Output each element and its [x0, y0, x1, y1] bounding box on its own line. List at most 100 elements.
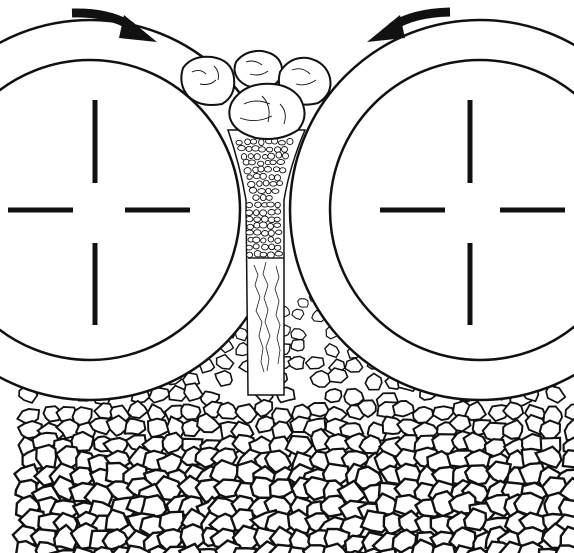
gap-pebble: [251, 139, 257, 144]
gap-pebble: [275, 245, 281, 250]
gap-pebble: [247, 252, 253, 257]
gap-pebble: [248, 181, 255, 187]
feed-rock: [181, 57, 234, 105]
gap-pebble: [238, 146, 246, 151]
gap-pebble: [280, 168, 286, 173]
crushed-rock-fragment: [556, 545, 574, 553]
crushed-rock-fragment: [328, 368, 348, 383]
rotation-arrows: [72, 12, 450, 42]
crushed-rock-fragment: [365, 374, 382, 390]
gap-pebble: [262, 216, 269, 222]
gap-pebble: [255, 202, 261, 207]
gap-pebble: [262, 231, 269, 237]
gap-pebble: [253, 210, 259, 216]
gap-pebble: [258, 166, 264, 172]
gap-pebble: [246, 230, 253, 235]
crushed-rock-fragment: [540, 421, 560, 439]
gap-pebble: [246, 216, 253, 221]
crushed-rock-fragment: [563, 450, 574, 467]
crushed-rock-fragment: [291, 340, 304, 351]
gap-pebble: [268, 230, 274, 236]
gap-pebble: [263, 180, 269, 186]
gap-pebble: [268, 210, 275, 215]
feed-rock: [229, 84, 304, 139]
crushed-rock-fragment: [163, 433, 184, 454]
gap-pebble: [257, 181, 262, 187]
crushed-rock-fragment: [325, 344, 339, 358]
gap-pebble: [247, 224, 254, 229]
gap-pebble: [277, 181, 283, 186]
gap-pebble: [246, 146, 252, 151]
crushed-rock-fragment: [125, 419, 146, 435]
gap-pebble: [272, 189, 279, 194]
crushed-rock-fragment: [413, 407, 434, 423]
crushed-rock-fragment: [393, 401, 414, 417]
crushed-rock-fragment: [128, 401, 148, 418]
gap-pebble: [254, 230, 261, 235]
gap-pebble: [253, 237, 260, 243]
gap-pebble: [254, 154, 260, 160]
gap-pebble: [261, 238, 266, 243]
gap-pebble: [275, 251, 283, 256]
gap-pebble: [258, 161, 264, 166]
gap-pebble: [245, 139, 251, 145]
gap-pebble: [254, 217, 261, 222]
crushed-rock-fragment: [345, 358, 363, 372]
crushed-rock-fragment: [231, 548, 256, 553]
gap-pebble: [246, 203, 252, 208]
gap-pebble: [248, 154, 253, 159]
gap-pebble: [287, 138, 293, 144]
feed-rock: [235, 51, 283, 88]
gap-pebble: [253, 244, 259, 249]
gap-pebble: [275, 202, 280, 207]
gap-pebble: [276, 230, 282, 234]
crushed-rock-fragment: [298, 299, 309, 307]
crushed-rock-fragment: [565, 419, 574, 440]
gap-pebble: [259, 147, 266, 152]
gap-pebble: [252, 146, 259, 151]
gap-pebble: [275, 238, 281, 243]
gap-pebble: [260, 222, 267, 228]
gap-pebble: [260, 210, 267, 216]
gap-pebble: [249, 160, 256, 165]
gap-pebble: [269, 244, 275, 250]
gap-pebble: [275, 209, 281, 214]
gap-pebble: [236, 140, 242, 145]
gap-pebble: [273, 167, 279, 172]
right-roller: [290, 20, 574, 400]
gap-pebble: [259, 139, 264, 145]
crushed-rock-fragment: [325, 389, 341, 403]
gap-pebble: [267, 223, 273, 229]
crushed-rock-fragment: [292, 309, 304, 319]
gap-pebble: [270, 182, 277, 187]
gap-pebble: [276, 152, 282, 158]
gap-pebble: [244, 168, 251, 174]
gap-pebble: [264, 167, 271, 173]
gap-pebble: [267, 202, 275, 207]
gap-pebble: [266, 188, 271, 193]
crushed-rock-fragment: [433, 406, 454, 420]
crushed-rock-fragment: [255, 400, 272, 417]
gap-pebble: [270, 160, 276, 165]
gap-pebble: [263, 155, 268, 159]
gap-pebble: [260, 194, 266, 200]
gap-pebble: [246, 245, 252, 250]
gap-pebble: [275, 175, 281, 181]
gap-pebble: [253, 195, 259, 201]
crushed-rock-fragment: [17, 409, 39, 423]
gap-pebble: [268, 237, 274, 242]
gap-pebble: [274, 223, 281, 227]
gap-pebble: [283, 153, 289, 159]
gap-pebble: [258, 189, 266, 194]
gap-pebble: [269, 175, 274, 180]
gap-pebble: [277, 160, 285, 165]
gap-pebble: [266, 196, 272, 201]
gap-pebble: [262, 244, 269, 250]
crushed-rock-fragment: [306, 357, 324, 369]
crushed-rock-fragment: [565, 404, 574, 421]
gap-pebble: [260, 173, 266, 179]
gap-pebble: [266, 147, 272, 152]
gap-pebble: [267, 252, 274, 258]
